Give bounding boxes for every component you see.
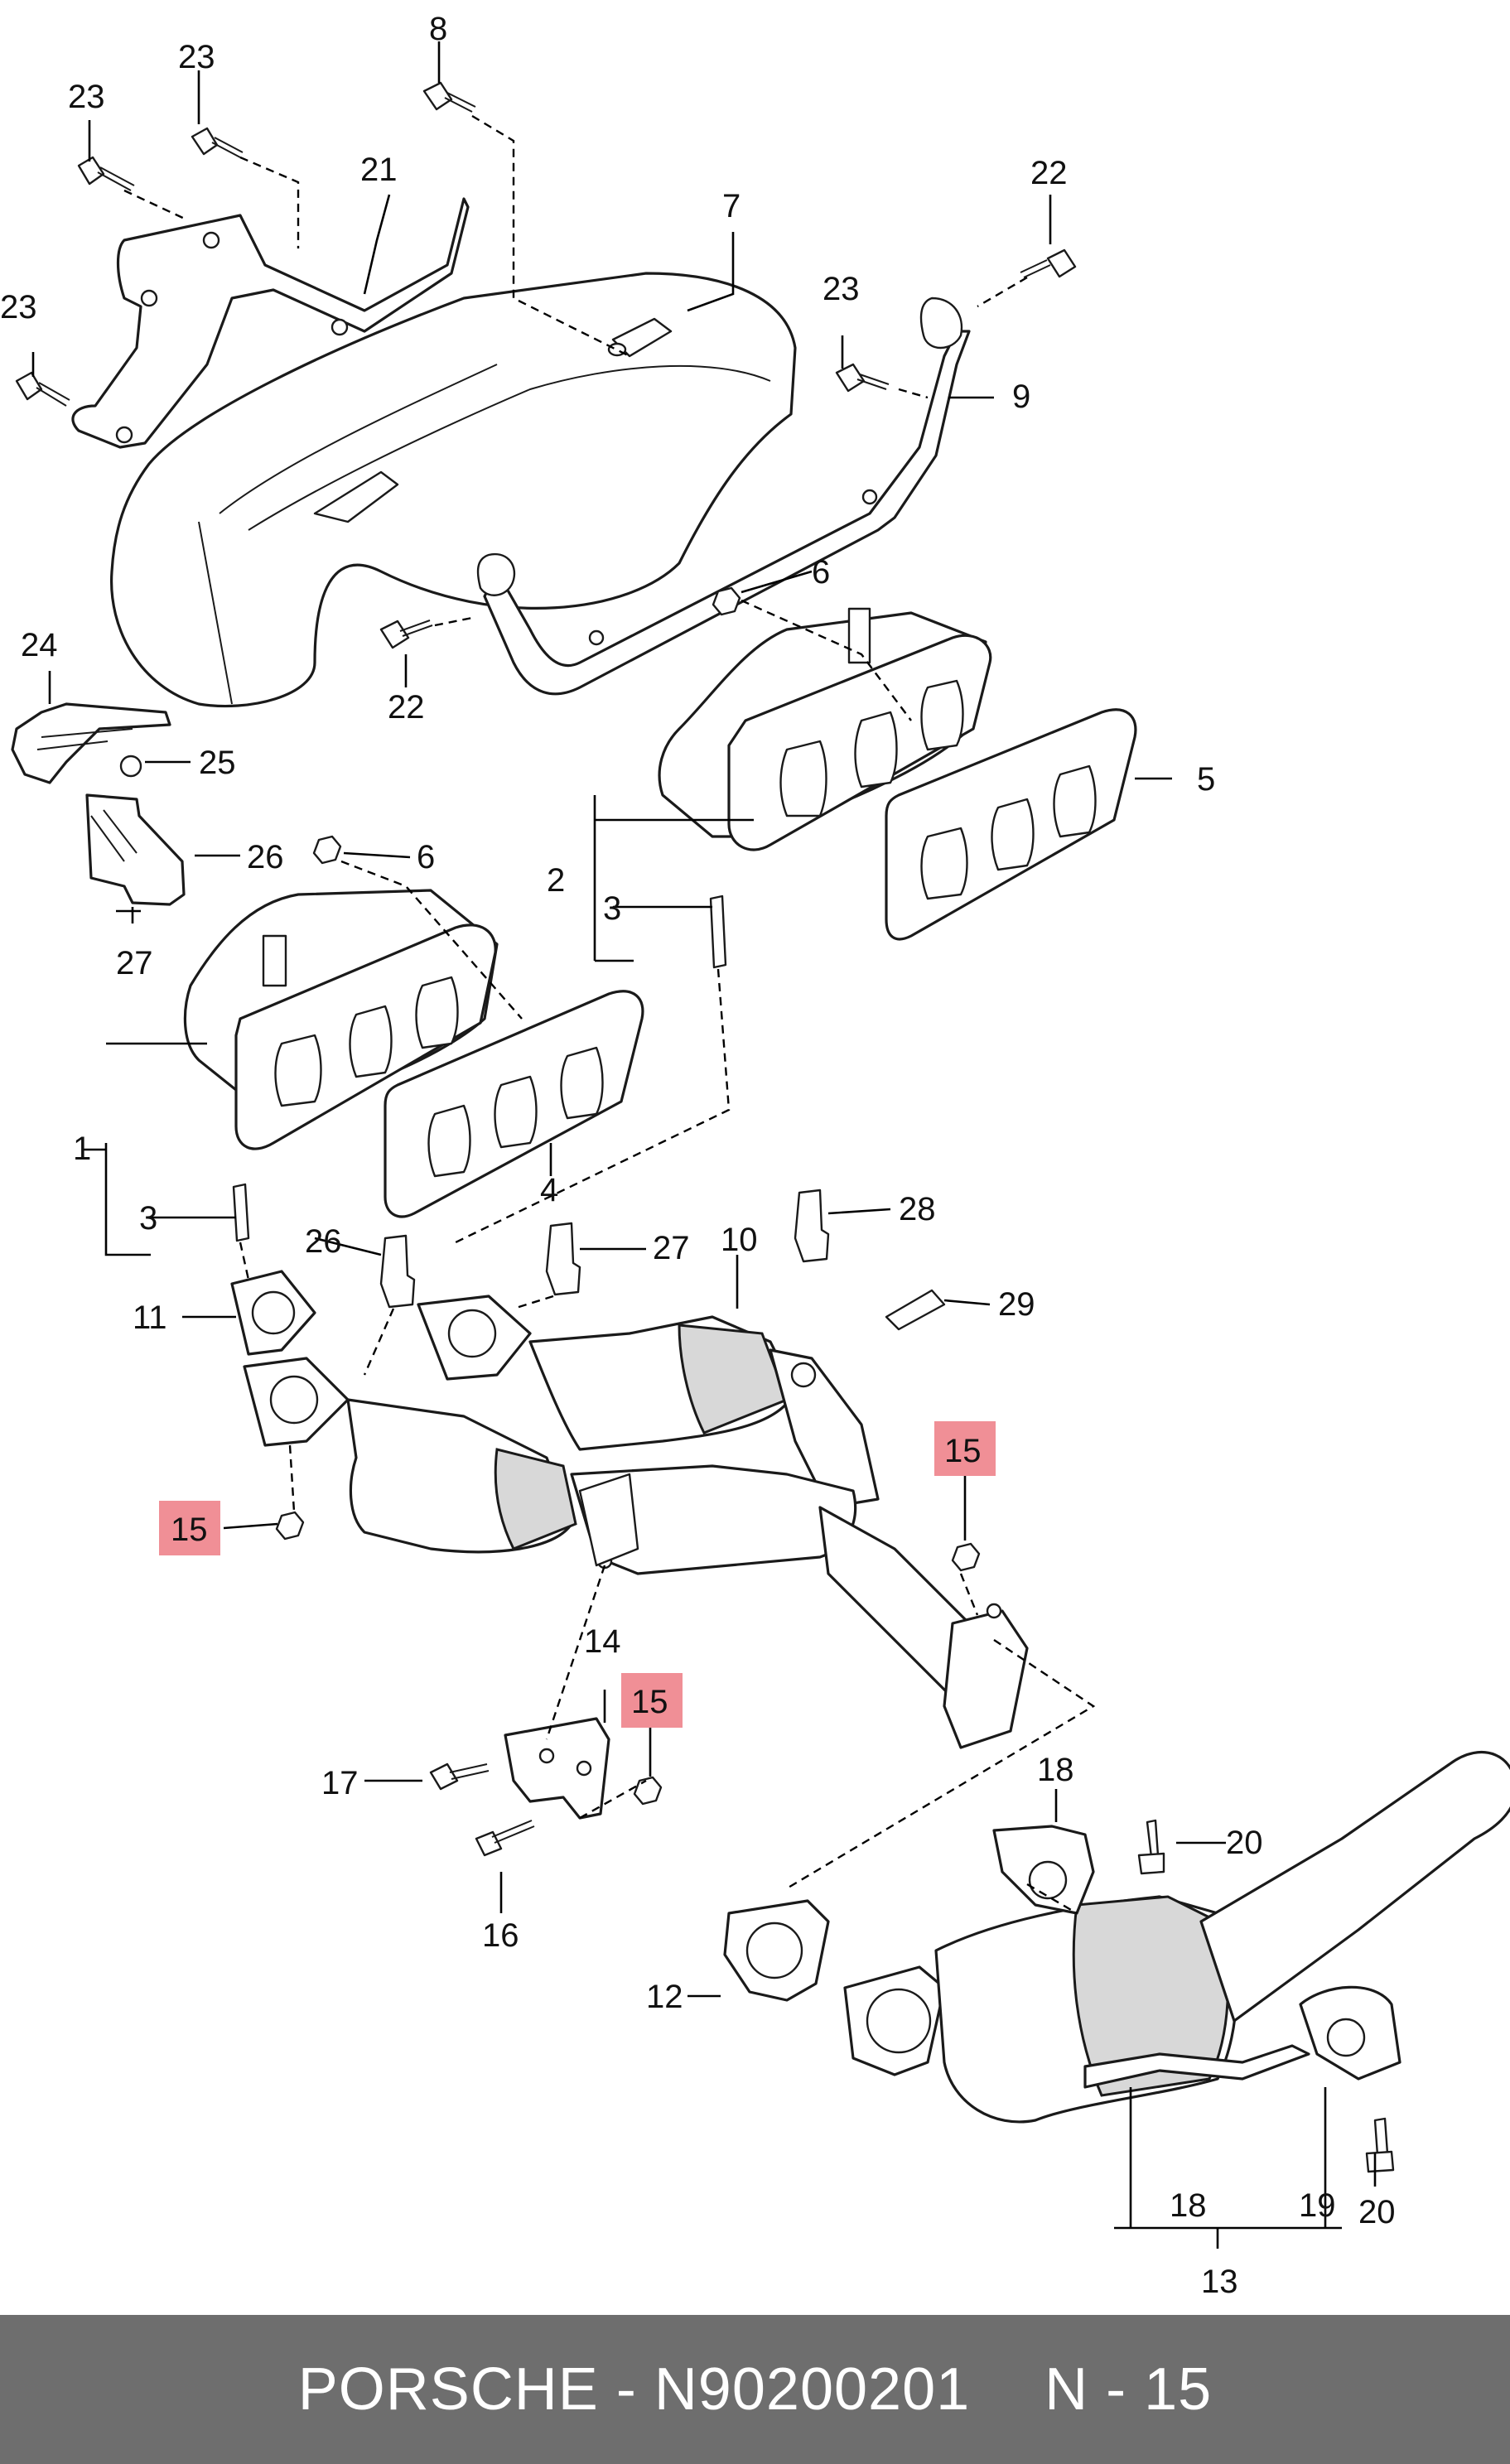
callout-22-a: 22	[1030, 155, 1068, 191]
nuts-15	[275, 1511, 981, 1806]
callout-13: 13	[1201, 2264, 1238, 2300]
callout-23-c: 23	[823, 271, 860, 307]
bracket-21	[71, 197, 470, 449]
footer-ref: N - 15	[1044, 2356, 1213, 2423]
callout-19: 19	[1299, 2187, 1336, 2224]
callout-12: 12	[646, 1979, 683, 2015]
callout-6-a: 6	[812, 554, 830, 591]
callout-25: 25	[199, 745, 236, 781]
callout-21: 21	[360, 152, 398, 188]
footer-part-number: PORSCHE - N90200201	[297, 2356, 971, 2423]
catalytic-assembly-10	[346, 1315, 1029, 1749]
callout-27-a: 27	[116, 945, 153, 981]
callout-9: 9	[1012, 379, 1030, 415]
sensors	[379, 1189, 946, 1331]
callout-8: 8	[429, 11, 447, 47]
bracket-9	[476, 297, 971, 696]
callout-23-a: 23	[178, 39, 215, 75]
studs-3	[232, 894, 727, 1242]
callout-28: 28	[899, 1191, 936, 1227]
manifold-2	[658, 607, 992, 851]
callout-16: 16	[482, 1917, 519, 1954]
gasket-5	[885, 708, 1137, 941]
exhaust-parts-diagram: 8 23 23 21 7 22 23 23 9 6 24 22 25 5 6 2…	[0, 11, 1510, 2300]
callout-11: 11	[133, 1300, 167, 1336]
callout-20-b: 20	[1358, 2194, 1396, 2230]
heat-shield	[109, 272, 797, 708]
callout-20-a: 20	[1226, 1825, 1263, 1861]
rear-section	[723, 1750, 1510, 2173]
callouts: 8 23 23 21 7 22 23 23 9 6 24 22 25 5 6 2…	[0, 11, 1396, 2300]
callout-2: 2	[547, 862, 565, 899]
callout-27-b: 27	[653, 1230, 690, 1266]
gasket-4	[384, 990, 644, 1218]
callout-15-right: 15	[944, 1433, 982, 1469]
callout-14: 14	[584, 1623, 621, 1660]
assembly-lines	[123, 114, 1096, 1915]
callout-10: 10	[721, 1222, 758, 1258]
callout-23-d: 23	[0, 289, 37, 325]
manifold-1	[183, 889, 499, 1150]
callout-6-b: 6	[417, 839, 435, 875]
flanges-11	[230, 1270, 532, 1447]
callout-26-a: 26	[247, 839, 284, 875]
callout-26-b: 26	[305, 1223, 342, 1260]
callout-15-bracket: 15	[631, 1684, 668, 1720]
callout-18-a: 18	[1037, 1752, 1074, 1788]
callout-5: 5	[1197, 761, 1215, 798]
callout-18-b: 18	[1170, 2187, 1207, 2224]
callout-3-b: 3	[139, 1200, 157, 1237]
highlight-15-bracket	[621, 1673, 683, 1728]
bracket-14	[429, 1717, 610, 1857]
callout-3-a: 3	[603, 890, 621, 927]
callout-4: 4	[540, 1172, 558, 1208]
highlight-15-left	[159, 1501, 220, 1555]
nuts-6	[312, 586, 741, 865]
callout-7: 7	[722, 188, 741, 224]
callout-1: 1	[73, 1131, 91, 1167]
highlight-15-right	[934, 1421, 996, 1476]
callout-23-b: 23	[68, 79, 105, 115]
callout-29: 29	[998, 1286, 1035, 1323]
callout-15-left: 15	[171, 1512, 208, 1548]
callout-24: 24	[21, 627, 58, 663]
callout-17: 17	[321, 1765, 359, 1801]
callout-22-b: 22	[388, 689, 425, 726]
highlight-boxes	[159, 1421, 996, 1728]
clips-left	[11, 702, 186, 906]
bolts-top	[15, 81, 1077, 649]
leader-lines	[31, 41, 1377, 2249]
footer-bar: PORSCHE - N90200201 N - 15	[0, 2315, 1510, 2464]
